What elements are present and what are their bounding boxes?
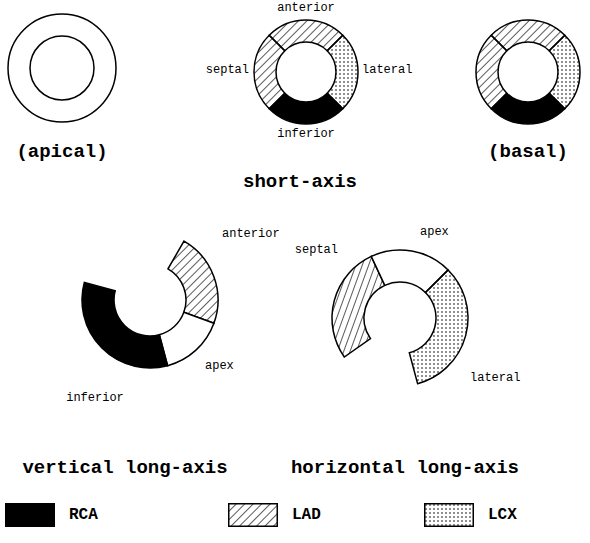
wall-label: inferior [277, 128, 335, 142]
apical-ring [8, 14, 116, 122]
wall-label: anterior [277, 2, 335, 16]
wall-label: apex [205, 360, 234, 374]
lad-segment [332, 256, 385, 357]
wall-label: anterior [222, 228, 280, 242]
wall-label: apex [420, 226, 449, 240]
vertical-long-axis-view [82, 241, 218, 368]
view-caption: short-axis [243, 172, 357, 194]
slice-caption: (basal) [488, 142, 568, 164]
lad-segment [476, 35, 507, 109]
view-caption: horizontal long-axis [291, 458, 519, 480]
wall-label: septal [295, 244, 338, 258]
legend-swatch [424, 503, 474, 527]
slice-caption: (apical) [16, 142, 107, 164]
rca-segment [82, 282, 168, 368]
wall-label: septal [206, 64, 249, 78]
legend-label: LCX [488, 506, 517, 524]
wall-label: inferior [66, 392, 124, 406]
basal-ring [476, 20, 580, 124]
wall-label: lateral [470, 372, 520, 386]
swatch-fill [229, 504, 278, 527]
swatch-fill [425, 504, 474, 527]
view-caption: vertical long-axis [22, 458, 227, 480]
lad-segment [254, 35, 285, 109]
ring-inner [30, 36, 94, 100]
ring-outer [8, 14, 116, 122]
swatch-fill [6, 504, 55, 527]
apex-segment [159, 312, 214, 365]
legend-swatch [5, 503, 55, 527]
lcx-segment [409, 270, 468, 384]
horizontal-long-axis-view [332, 250, 468, 384]
wall-label: lateral [362, 64, 412, 78]
legend-swatch [228, 503, 278, 527]
mid-ring [254, 20, 358, 124]
lad-segment [168, 241, 218, 323]
legend-label: RCA [69, 506, 98, 524]
legend-label: LAD [292, 506, 321, 524]
